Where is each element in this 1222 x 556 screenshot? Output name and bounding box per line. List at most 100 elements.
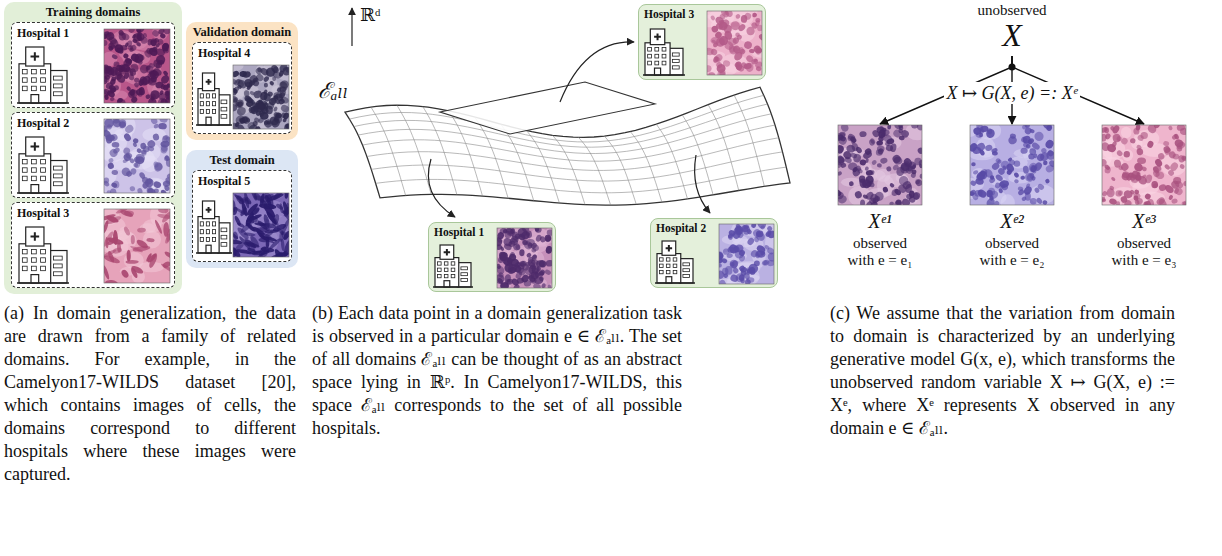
cell-image <box>1029 129 1035 134</box>
hospital-icon <box>200 237 203 241</box>
cell-image <box>130 96 138 103</box>
image-frame <box>707 11 762 75</box>
hospital-icon <box>200 94 203 98</box>
cell-image <box>123 226 131 237</box>
hospital-icon <box>54 84 63 88</box>
cell-image <box>1102 158 1108 168</box>
hospital-label: Hospital 2 <box>656 222 706 234</box>
hospital-icon <box>54 174 63 178</box>
cell-image <box>145 47 154 55</box>
cell-image <box>1030 198 1037 205</box>
cell-image <box>110 188 117 193</box>
cell-image <box>754 48 762 56</box>
cell-image <box>233 95 239 103</box>
cell-image <box>497 237 503 243</box>
hospital-icon <box>660 264 664 267</box>
cell-image <box>745 54 754 63</box>
cell-image <box>235 105 247 117</box>
cell-image <box>1043 161 1048 166</box>
domain-image-node: Xᵉ²observed with e = e₂ <box>952 125 1072 275</box>
hospital-icon <box>655 282 695 283</box>
cell-image <box>1163 145 1171 154</box>
cell-image <box>104 31 115 42</box>
cell-image <box>849 181 855 187</box>
cell-image <box>838 154 846 165</box>
hospital-box: Hospital 2 <box>11 112 175 198</box>
hospital-icon <box>444 281 450 287</box>
hospital-icon <box>54 272 63 276</box>
cell-image <box>978 128 985 135</box>
domain-image-node: Xᵉ³observed with e = e₃ <box>1084 125 1204 275</box>
cell-image <box>911 125 919 129</box>
cell-image <box>104 119 114 128</box>
cell-image <box>860 177 873 190</box>
cell-image <box>107 162 115 170</box>
hospital-icon <box>200 109 203 113</box>
cell-image <box>497 277 504 285</box>
cell-image <box>1168 125 1174 131</box>
hospital-label: Hospital 4 <box>198 46 250 61</box>
cell-image <box>996 159 1002 165</box>
cell-image <box>1144 200 1152 205</box>
cell-image <box>164 155 170 162</box>
cell-image <box>522 240 528 245</box>
axis-label: ℝᵈ <box>360 4 381 26</box>
cell-image <box>743 40 753 49</box>
cell-image <box>893 188 902 196</box>
cell-image <box>737 23 747 33</box>
cell-image <box>752 228 763 239</box>
hospital-icon <box>31 176 36 180</box>
cell-image <box>856 168 863 175</box>
cell-image <box>1179 163 1185 169</box>
cell-image <box>546 260 552 267</box>
cell-image <box>1020 175 1025 180</box>
hospital-icon <box>200 222 203 226</box>
cell-image <box>505 279 512 285</box>
hospital-icon <box>17 282 69 283</box>
cell-image <box>541 283 547 288</box>
cell-image <box>719 72 725 75</box>
cell-image <box>872 195 882 204</box>
hospital-icon <box>200 230 203 234</box>
cell-image <box>1176 125 1185 131</box>
cell-image <box>1175 141 1186 151</box>
cell-image <box>877 147 885 155</box>
hospital-icon <box>212 230 215 234</box>
hospital-icon <box>31 266 36 270</box>
cell-image <box>108 148 119 159</box>
cell-image <box>109 97 115 102</box>
cell-image <box>264 230 274 239</box>
cell-image <box>104 220 109 234</box>
hospital-box: Hospital 3 <box>11 202 175 288</box>
cell-image <box>124 42 129 48</box>
cell-image <box>891 153 902 164</box>
cell-image <box>721 257 728 264</box>
hospital-icon <box>673 264 677 267</box>
cell-image <box>728 38 737 46</box>
cell-image <box>275 203 284 211</box>
cell-image <box>840 125 850 133</box>
cell-image <box>157 213 170 220</box>
cell-image <box>1168 150 1177 159</box>
hospital-icon <box>19 244 51 283</box>
group-title: Validation domain <box>193 25 292 40</box>
cell-image <box>522 240 528 246</box>
cell-image <box>1102 125 1186 205</box>
cell-image <box>238 235 252 250</box>
cell-image <box>117 243 121 253</box>
cell-image <box>497 271 504 278</box>
hospital-icon <box>31 185 39 193</box>
hospital-icon <box>655 241 695 283</box>
cell-image <box>755 66 761 72</box>
hospital-icon <box>666 264 670 267</box>
cell-image <box>233 98 238 105</box>
cell-image <box>158 123 167 130</box>
branch-dot <box>1009 64 1016 71</box>
cell-image <box>889 201 894 205</box>
cell-image <box>265 211 280 227</box>
hospital-icon <box>22 258 27 262</box>
cell-image <box>510 277 520 287</box>
image-frame <box>970 125 1054 205</box>
cell-image <box>160 144 169 153</box>
